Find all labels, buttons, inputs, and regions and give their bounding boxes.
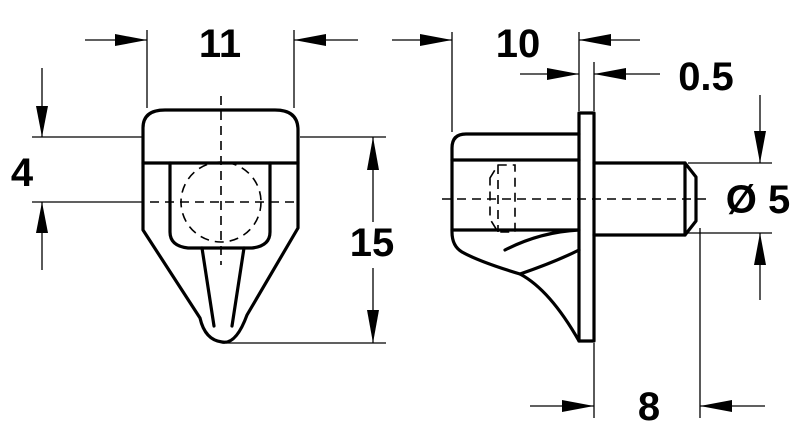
- dim-side-flange: [520, 62, 660, 111]
- dim-side-pin-length: [530, 228, 765, 418]
- dim-front-width-label: 11: [199, 22, 241, 66]
- dim-front-height: [226, 136, 386, 344]
- dim-side-flange-label: 0.5: [678, 55, 734, 99]
- dim-side-pin-length-label: 8: [638, 385, 660, 429]
- side-view: [442, 111, 712, 343]
- dim-side-diameter: [688, 95, 772, 300]
- front-groove: [168, 161, 272, 250]
- dim-front-height-label: 15: [350, 221, 395, 265]
- front-outline: [141, 108, 300, 344]
- dim-side-body-label: 10: [496, 22, 541, 66]
- side-body: [450, 111, 596, 343]
- front-rib: [200, 246, 246, 328]
- dim-side-body: [392, 32, 640, 132]
- side-pin: [592, 161, 698, 237]
- dim-front-slot: [32, 68, 143, 270]
- side-body-inner: [450, 158, 581, 276]
- dim-front-slot-label: 4: [11, 151, 34, 195]
- dim-front-width: [85, 30, 358, 108]
- front-view: [141, 96, 300, 344]
- dim-side-diameter-label: Ø 5: [726, 178, 790, 222]
